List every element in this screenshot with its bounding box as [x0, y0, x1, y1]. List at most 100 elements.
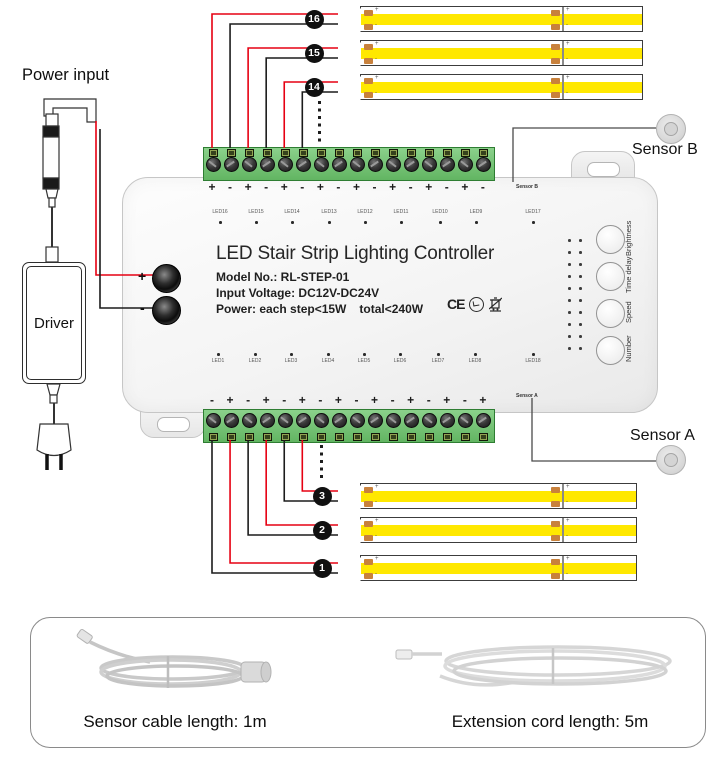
pad-minus-mark: -	[375, 499, 377, 505]
indicator-dot	[568, 311, 571, 314]
input-voltage-line: Input Voltage: DC12V-DC24V	[216, 286, 380, 300]
strip-light-band	[361, 491, 636, 502]
strip-solder-pad	[364, 92, 373, 98]
pad-plus-mark: +	[375, 484, 379, 490]
led-dot	[364, 221, 367, 224]
terminal-screw	[422, 413, 438, 428]
device-button-time-delay	[596, 262, 625, 291]
pad-plus-mark: +	[566, 41, 570, 47]
power-connector-band2	[42, 177, 60, 190]
terminal-screw	[331, 157, 347, 172]
polarity-label: -	[426, 393, 431, 407]
polarity-label: -	[300, 180, 305, 194]
strip-connector	[338, 76, 361, 100]
led-dot	[290, 353, 293, 356]
polarity-label: +	[226, 393, 234, 407]
terminal-screw	[368, 157, 384, 172]
terminal-screw	[386, 157, 402, 172]
strip-solder-pad	[364, 521, 373, 527]
led-label: LED13	[321, 209, 337, 215]
sensor-a-label: Sensor A	[630, 427, 695, 444]
terminal-wire-slot	[316, 433, 326, 441]
terminal-wire-slot	[244, 433, 254, 441]
led-label: LED16	[212, 209, 228, 215]
indicator-dot	[568, 335, 571, 338]
wall-plug-drawing	[36, 383, 72, 470]
polarity-label: +	[316, 180, 324, 194]
driver-box: Driver	[22, 262, 86, 384]
strip-cut-line	[562, 7, 564, 31]
pad-minus-mark: -	[566, 90, 568, 96]
terminal-wire-slot	[298, 149, 308, 157]
mounting-hole	[157, 417, 190, 432]
power-spec-line: Power: each step<15W total<240W	[216, 302, 423, 316]
strip-number-1: 1	[312, 558, 332, 578]
indicator-dot	[579, 299, 582, 302]
indicator-dot	[568, 323, 571, 326]
device-button-number	[596, 336, 625, 365]
led-label: LED17	[525, 209, 541, 215]
led-label: LED5	[357, 358, 371, 364]
sensor-a-lens	[664, 453, 678, 467]
led-label: LED3	[284, 358, 298, 364]
polarity-label: +	[407, 393, 415, 407]
strip-number-14: 14	[304, 77, 324, 97]
terminal-screw	[205, 413, 221, 428]
strip-solder-pad	[551, 501, 560, 507]
terminal-screw	[458, 157, 474, 172]
sensor-b-port-label: Sensor B	[516, 184, 538, 190]
sensor-cable-label: Sensor cable length: 1m	[83, 712, 267, 731]
polarity-label: -	[390, 393, 395, 407]
strip-cut-line	[562, 41, 564, 65]
terminal-wire-slot	[298, 433, 308, 441]
terminal-wire-slot	[334, 149, 344, 157]
terminal-screw	[440, 413, 456, 428]
mounting-tab-top-right	[571, 151, 635, 180]
indicator-dot	[568, 275, 571, 278]
sensor-a-port-label: Sensor A	[516, 393, 538, 399]
led-dot	[291, 221, 294, 224]
terminal-wire-slot	[262, 433, 272, 441]
terminal-wire-slot	[334, 433, 344, 441]
indicator-dot	[579, 335, 582, 338]
indicator-dot	[568, 287, 571, 290]
polarity-label: +	[334, 393, 342, 407]
led-label: LED10	[432, 209, 448, 215]
terminal-wire-slot	[208, 149, 218, 157]
strip-solder-pad	[551, 535, 560, 541]
polarity-label: -	[408, 180, 413, 194]
led-label: LED18	[525, 358, 541, 364]
power-spec-left: Power: each step<15W	[216, 302, 347, 316]
terminal-screw	[440, 157, 456, 172]
terminal-screw	[404, 413, 420, 428]
led-label: LED14	[284, 209, 300, 215]
strip-light-band	[361, 563, 636, 574]
terminal-wire-slot	[371, 433, 381, 441]
polarity-label: -	[444, 180, 449, 194]
strip-solder-pad	[551, 92, 560, 98]
power-input-label: Power input	[22, 66, 110, 84]
polarity-label: +	[208, 180, 216, 194]
strip-solder-pad	[364, 58, 373, 64]
model-number-line: Model No.: RL-STEP-01	[216, 270, 350, 284]
led-dot	[474, 353, 477, 356]
pad-plus-mark: +	[566, 484, 570, 490]
terminal-screw	[349, 413, 365, 428]
sensor-b-lens	[664, 122, 678, 136]
pad-minus-mark: -	[566, 56, 568, 62]
pad-minus-mark: -	[375, 90, 377, 96]
strip-solder-pad	[364, 535, 373, 541]
led-strip-1: +-+-	[338, 555, 637, 581]
terminal-wire-slot	[443, 149, 453, 157]
polarity-label: -	[210, 393, 214, 407]
pad-plus-mark: +	[375, 75, 379, 81]
terminal-screw	[223, 413, 239, 428]
led-label: LED9	[469, 209, 483, 215]
polarity-label: +	[479, 393, 487, 407]
led-label: LED6	[393, 358, 407, 364]
led-label: LED8	[468, 358, 482, 364]
driver-output-plug	[49, 394, 58, 404]
strip-solder-pad	[364, 24, 373, 30]
terminal-screw	[476, 413, 492, 428]
indicator-dot	[568, 347, 571, 350]
